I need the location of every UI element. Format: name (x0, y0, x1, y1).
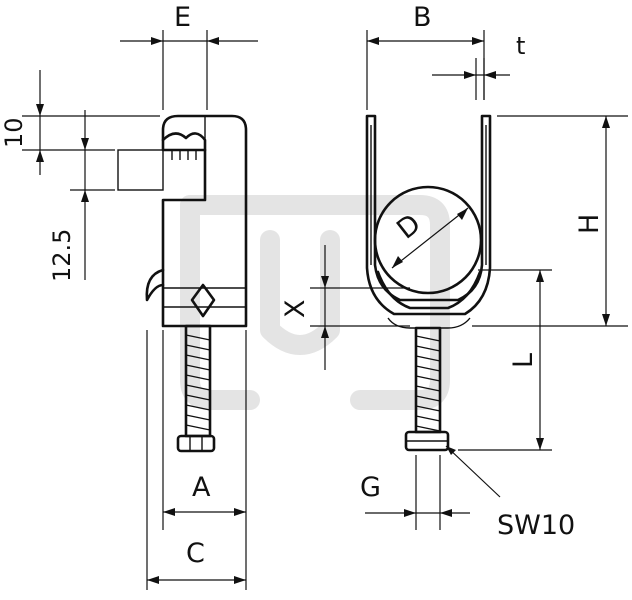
label-h: H (574, 214, 605, 234)
dimension-12-5 (70, 110, 115, 280)
dimension-t (432, 58, 510, 100)
label-a: A (192, 472, 211, 503)
dimension-b (366, 30, 485, 110)
leader-sw10 (445, 445, 501, 498)
dimension-h (472, 115, 628, 327)
dimension-x (310, 245, 410, 370)
label-b: B (413, 2, 432, 33)
label-sw10: SW10 (497, 510, 575, 541)
dimension-l (458, 269, 552, 451)
label-12-5: 12.5 (48, 229, 76, 282)
label-x: X (280, 300, 311, 319)
dimension-10 (22, 70, 160, 175)
side-view-clip (117, 114, 248, 453)
label-10: 10 (0, 117, 28, 148)
front-view-clip (365, 114, 492, 452)
dimension-c (146, 330, 246, 590)
dimension-d (391, 207, 469, 269)
label-g: G (360, 472, 381, 503)
label-l: L (508, 353, 539, 368)
label-e: E (174, 2, 191, 33)
label-c: C (186, 538, 205, 569)
dimension-a (162, 330, 247, 590)
dimension-e (120, 30, 258, 110)
label-t: t (516, 32, 525, 60)
dimension-g (365, 455, 470, 530)
